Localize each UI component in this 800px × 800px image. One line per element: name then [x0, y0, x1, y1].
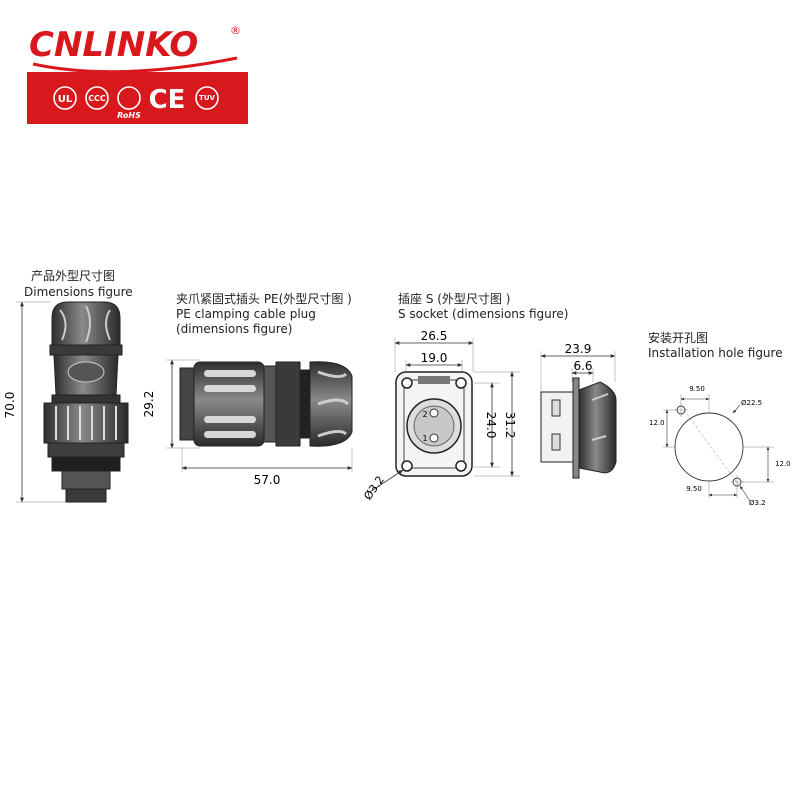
mount-hole-dia-dim: Ø3.2 — [749, 499, 766, 507]
swoosh-icon — [32, 56, 238, 74]
registered-mark: ® — [230, 24, 241, 37]
ccc-cert-icon — [85, 86, 109, 110]
ul-label: UL — [58, 94, 73, 105]
flange-depth-dim: 6.6 — [573, 359, 592, 373]
socket-height-dim: 31.2 — [503, 412, 517, 439]
pin-2-label: 2 — [422, 410, 427, 419]
socket-front-view — [369, 338, 520, 493]
cutout-dia-dim: Ø22.5 — [741, 399, 762, 407]
installation-hole-figure — [663, 394, 774, 502]
rohs-cert-icon — [117, 86, 141, 110]
socket-inner-dim: 24.0 — [484, 412, 498, 439]
plug-title-cn: 夹爪紧固式插头 PE(外型尺寸图 ) — [176, 292, 352, 306]
overall-height-dim: 70.0 — [3, 392, 17, 419]
pin-1-label: 1 — [422, 434, 427, 443]
horizontal-plug — [166, 359, 353, 472]
tuv-cert-icon — [195, 86, 219, 110]
socket-outer-dim: 26.5 — [421, 329, 448, 343]
socket-hole-pitch-dim: 19.0 — [421, 351, 448, 365]
dimensions-title-cn: 产品外型尺寸图 — [31, 269, 116, 283]
ce-label: CE — [149, 85, 186, 115]
tuv-label: TUV — [199, 94, 215, 102]
plug-subtitle-en: (dimensions figure) — [176, 322, 293, 336]
hole-pitch-bottom-dim: 9.50 — [686, 485, 702, 493]
installation-title-en: Installation hole figure — [648, 346, 783, 360]
hole-offset-right-dim: 12.0 — [775, 460, 791, 468]
plug-diameter-dim: 29.2 — [142, 391, 156, 418]
brand-name: CNLINKO — [29, 25, 198, 65]
brand-logo: CNLINKO ® UL CCC RoHS CE TUV — [27, 20, 248, 124]
ccc-label: CCC — [88, 94, 106, 103]
socket-title-en: S socket (dimensions figure) — [398, 307, 569, 321]
rohs-label: RoHS — [117, 111, 141, 120]
ul-cert-icon — [53, 86, 77, 110]
installation-title-cn: 安装开孔图 — [648, 331, 709, 345]
socket-title-cn: 插座 S (外型尺寸图 ) — [398, 292, 511, 306]
hole-offset-left-dim: 12.0 — [649, 419, 665, 427]
socket-side-view — [540, 351, 617, 479]
socket-depth-dim: 23.9 — [565, 342, 592, 356]
vertical-connector-assembly — [16, 301, 129, 503]
dimensions-title-en: Dimensions figure — [24, 285, 133, 299]
cert-panel — [27, 72, 248, 124]
plug-length-dim: 57.0 — [254, 473, 281, 487]
hole-pitch-top-dim: 9.50 — [689, 385, 705, 393]
socket-hole-dia-dim: Ø3.2 — [361, 474, 387, 503]
plug-title-en: PE clamping cable plug — [176, 307, 316, 321]
